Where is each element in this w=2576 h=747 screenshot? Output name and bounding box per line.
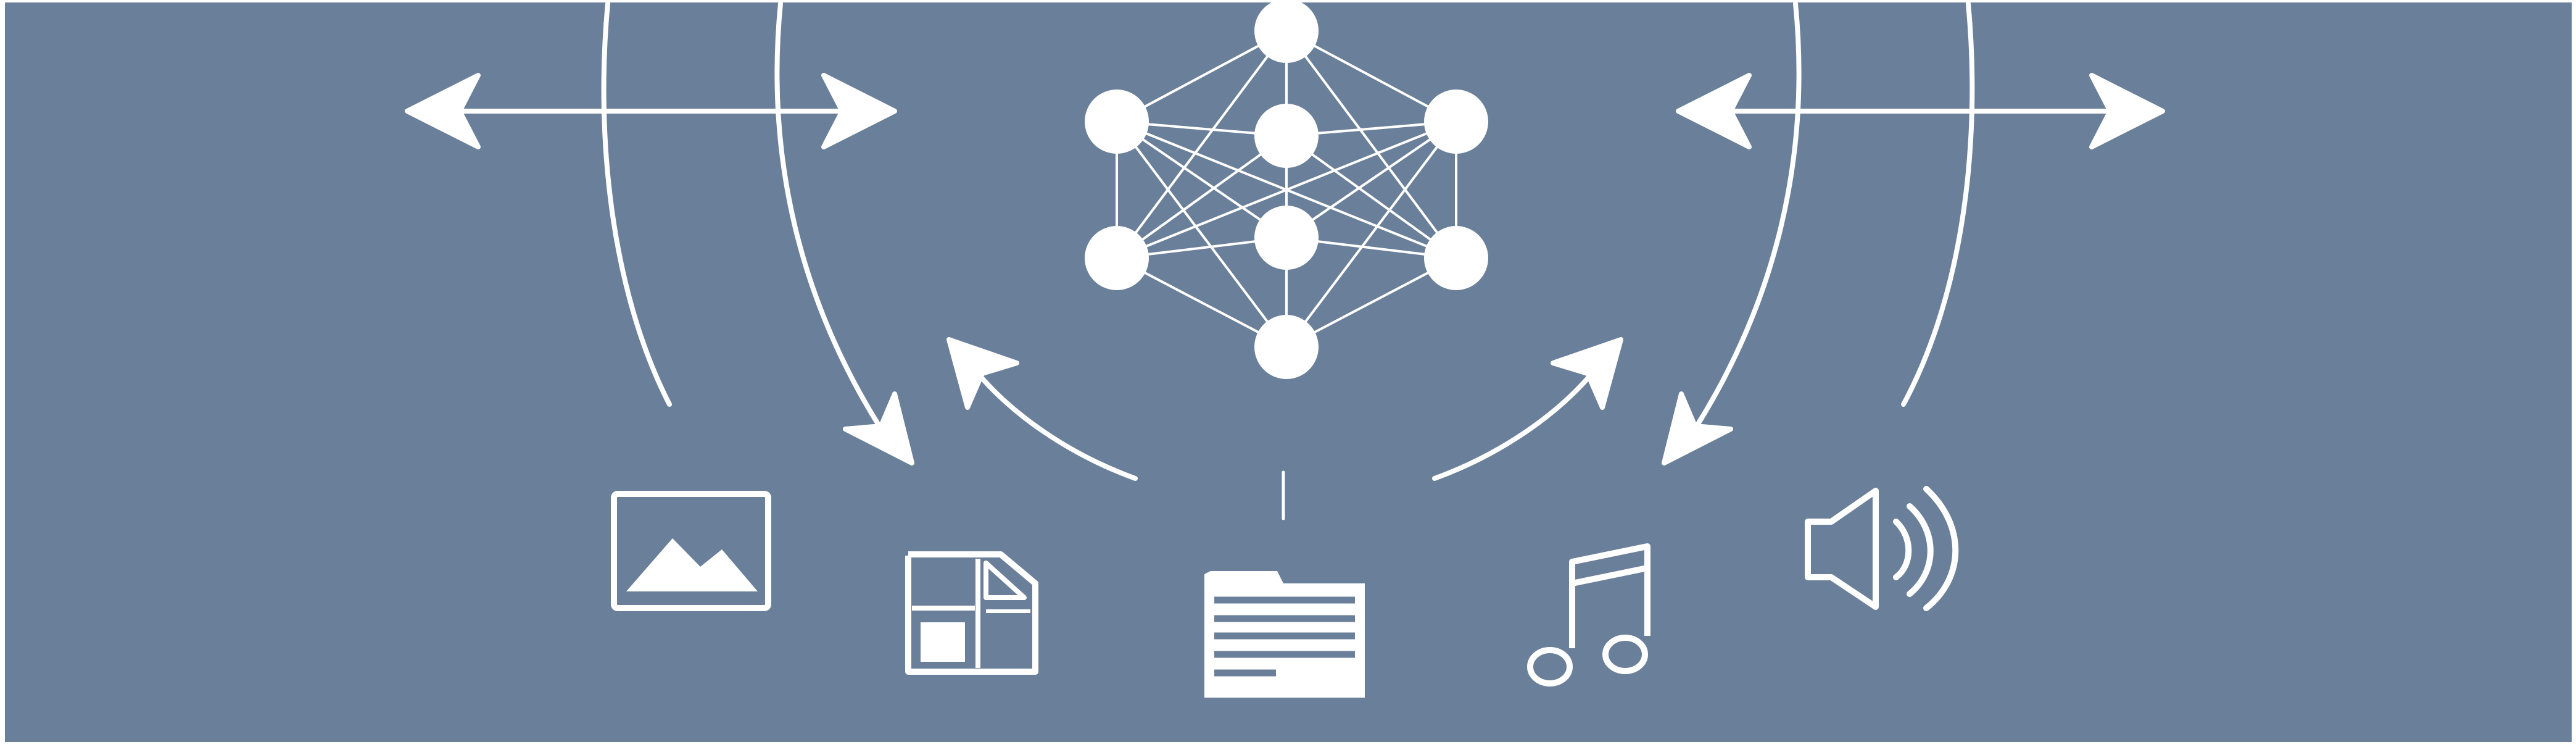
- network-node: [1424, 226, 1488, 290]
- music-note-icon: [1527, 543, 1650, 686]
- network-node: [1424, 90, 1488, 154]
- network-node: [1254, 315, 1319, 379]
- curved-arrow-icon: [1662, 1, 1802, 465]
- network-node: [1085, 226, 1149, 290]
- curved-arrow-icon: [1432, 337, 1623, 481]
- outer-arc-left: [601, 1, 672, 407]
- outer-arc-right: [1901, 1, 1975, 407]
- double-arrow-right-icon: [1676, 73, 2165, 149]
- double-arrow-left-icon: [405, 73, 897, 149]
- network-node: [1254, 0, 1319, 63]
- network-node: [1254, 104, 1319, 168]
- network-node: [1254, 206, 1319, 270]
- neural-network-icon: [1085, 0, 1488, 379]
- speaker-volume-icon: [1805, 486, 1959, 611]
- image-icon: [611, 491, 771, 611]
- network-node: [1085, 90, 1149, 154]
- text-file-icon: [1204, 571, 1365, 698]
- curved-arrow-icon: [946, 337, 1138, 481]
- document-layout-icon: [905, 551, 1038, 675]
- curved-arrow-icon: [774, 1, 914, 465]
